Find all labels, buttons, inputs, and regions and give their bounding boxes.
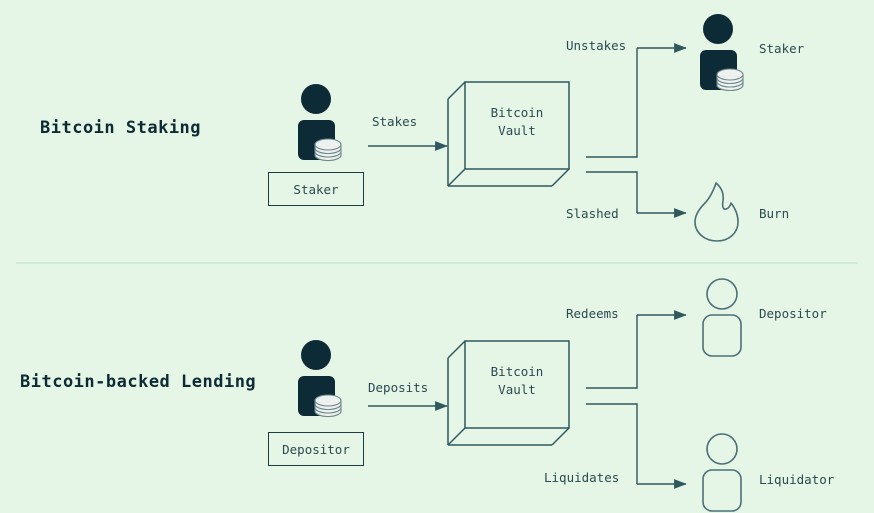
node-label-burn: Burn [759,206,790,221]
vault-label-line1: Bitcoin [490,105,544,120]
vault-label-line2: Vault [498,382,536,398]
actor-box-staker[interactable]: Staker [268,172,364,206]
edge-label-stakes: Stakes [372,114,418,129]
section-title-lending: Bitcoin-backed Lending [20,372,257,392]
person-outline-icon [702,433,742,512]
node-label-liquidator: Liquidator [759,472,835,487]
node-label-depositor-out: Depositor [759,306,827,321]
connector-slashed [586,171,687,218]
vault-cube-staking [447,81,570,187]
connector-redeems [586,310,687,389]
edge-label-unstakes: Unstakes [566,38,627,53]
actor-box-depositor[interactable]: Depositor [268,432,364,466]
section-title-staking: Bitcoin Staking [40,118,202,138]
node-label-staker-out: Staker [759,41,805,56]
edge-label-liquidates: Liquidates [544,470,620,485]
actor-box-label: Staker [293,181,339,197]
person-with-coins-icon [298,340,342,418]
edge-label-slashed: Slashed [566,206,619,221]
person-with-coins-icon [298,84,342,162]
edge-label-redeems: Redeems [566,306,619,321]
person-with-coins-icon [700,14,744,92]
edge-label-deposits: Deposits [368,380,429,395]
connector-unstakes [586,43,687,158]
flame-icon [694,182,739,242]
vault-cube-lending [447,340,570,446]
actor-box-label: Depositor [282,441,350,457]
vault-label-line2: Vault [498,123,536,139]
connector-liquidates [586,403,687,489]
person-outline-icon [702,278,742,357]
vault-label-line1: Bitcoin [490,364,544,379]
